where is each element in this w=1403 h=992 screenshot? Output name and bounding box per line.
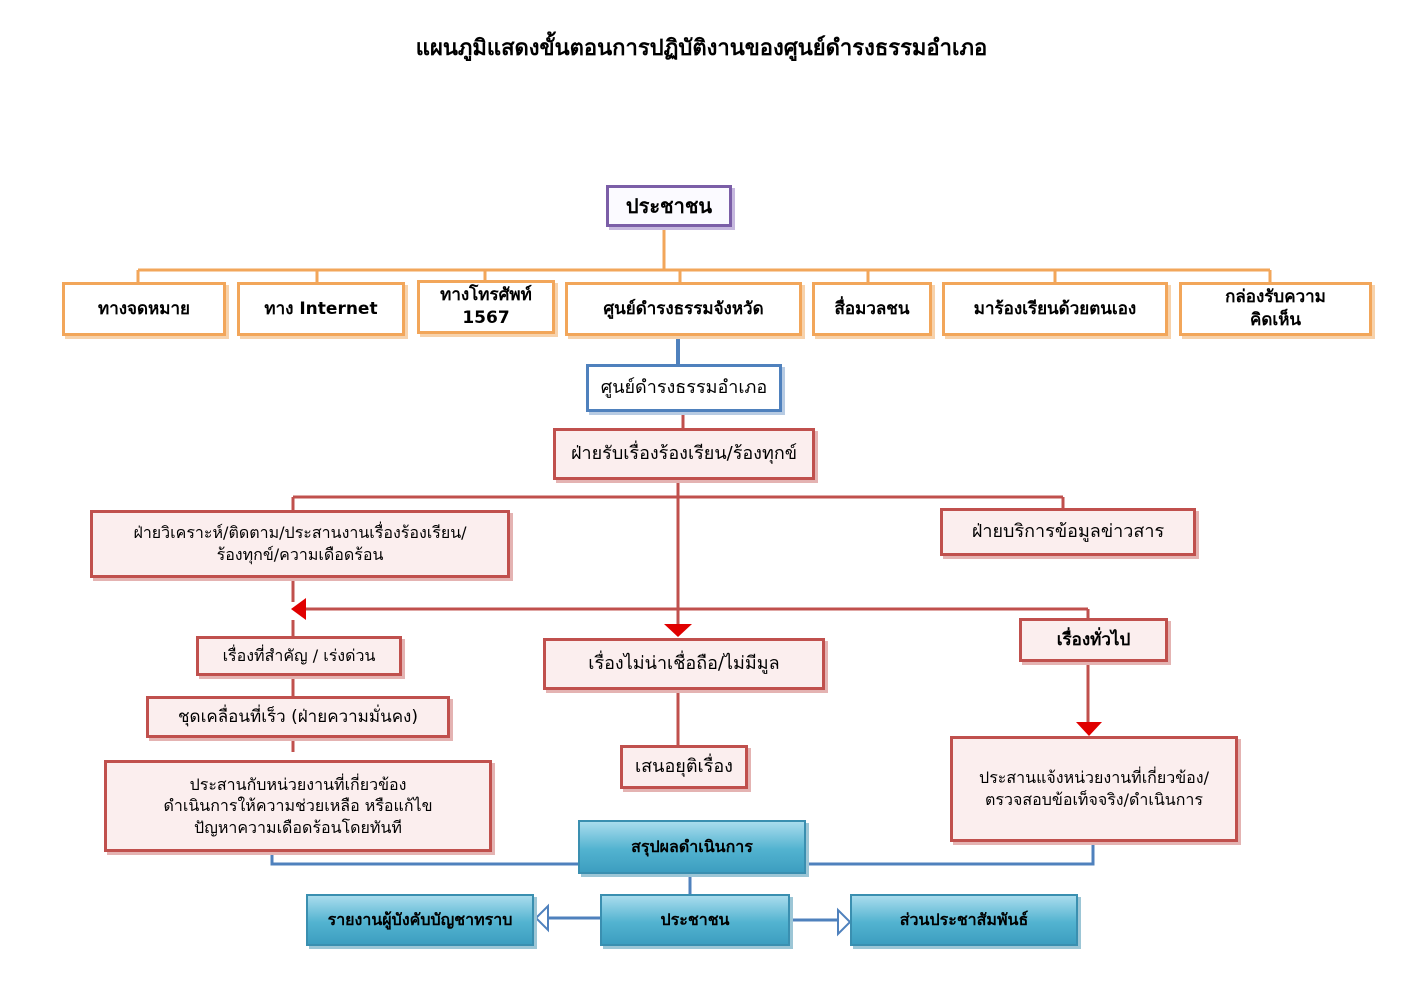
node-coordinate-help: ประสานกับหน่วยงานที่เกี่ยวข้อง ดำเนินการ… bbox=[104, 760, 492, 852]
node-general: เรื่องทั่วไป bbox=[1019, 618, 1168, 662]
node-people-bottom: ประชาชน bbox=[600, 894, 790, 946]
node-untrustworthy: เรื่องไม่น่าเชื่อถือ/ไม่มีมูล bbox=[543, 638, 825, 690]
coordinate-help-line-2: ดำเนินการให้ความช่วยเหลือ หรือแก้ไข bbox=[163, 796, 433, 816]
node-analysis-dept: ฝ่ายวิเคราะห์/ติดตาม/ประสานงานเรื่องร้อง… bbox=[90, 510, 510, 578]
node-channel-mass-media: สื่อมวลชน bbox=[812, 282, 932, 336]
analysis-dept-line-2: ร้องทุกข์/ความเดือดร้อน bbox=[216, 545, 384, 564]
coordinate-help-line-1: ประสานกับหน่วยงานที่เกี่ยวข้อง bbox=[189, 774, 407, 794]
node-urgent: เรื่องที่สำคัญ / เร่งด่วน bbox=[196, 636, 402, 676]
node-rapid-unit: ชุดเคลื่อนที่เร็ว (ฝ่ายความมั่นคง) bbox=[146, 696, 450, 738]
node-propose-end: เสนอยุติเรื่อง bbox=[620, 745, 748, 789]
node-channel-internet: ทาง Internet bbox=[237, 282, 405, 336]
node-summary: สรุปผลดำเนินการ bbox=[578, 820, 806, 874]
analysis-dept-line-1: ฝ่ายวิเคราะห์/ติดตาม/ประสานงานเรื่องร้อง… bbox=[133, 523, 467, 543]
node-channel-opinion-box: กล่องรับความคิดเห็น bbox=[1179, 282, 1372, 336]
node-channel-phone: ทางโทรศัพท์ 1567 bbox=[417, 280, 555, 334]
node-report-superior: รายงานผู้บังคับบัญชาทราบ bbox=[306, 894, 534, 946]
chart-title: แผนภูมิแสดงขั้นตอนการปฏิบัติงานของศูนย์ด… bbox=[415, 36, 988, 61]
coordinate-notify-line-1: ประสานแจ้งหน่วยงานที่เกี่ยวข้อง/ bbox=[979, 768, 1209, 788]
node-people-top: ประชาชน bbox=[606, 185, 732, 227]
coordinate-help-line-3: ปัญหาความเดือดร้อนโดยทันที bbox=[194, 817, 402, 837]
coordinate-notify-line-2: ตรวจสอบข้อเท็จจริง/ดำเนินการ bbox=[985, 790, 1203, 809]
node-info-dept: ฝ่ายบริการข้อมูลข่าวสาร bbox=[940, 508, 1196, 556]
node-district-center: ศูนย์ดำรงธรรมอำเภอ bbox=[586, 364, 782, 412]
node-channel-province-center: ศูนย์ดำรงธรรมจังหวัด bbox=[565, 282, 802, 336]
node-channel-in-person: มาร้องเรียนด้วยตนเอง bbox=[942, 282, 1168, 336]
node-complaint-dept: ฝ่ายรับเรื่องร้องเรียน/ร้องทุกข์ bbox=[553, 428, 815, 480]
node-channel-mail: ทางจดหมาย bbox=[62, 282, 226, 336]
node-public-relations: ส่วนประชาสัมพันธ์ bbox=[850, 894, 1078, 946]
node-coordinate-notify: ประสานแจ้งหน่วยงานที่เกี่ยวข้อง/ ตรวจสอบ… bbox=[950, 736, 1238, 842]
